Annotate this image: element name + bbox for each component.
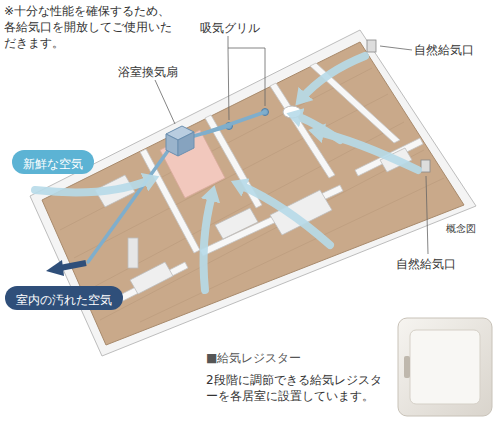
part-name: 浴室換気扇 (118, 64, 178, 80)
exhaust-air-pill: 室内の汚れた空気 (5, 286, 123, 310)
pill-text: 室内の汚れた空気 (16, 291, 112, 309)
note-text: ※十分な性能を確保するため、各給気口を開放してご使用いただきます。 (4, 3, 176, 52)
description-text: 2段階に調節できる給気レジスターを各居室に設置しています。 (206, 372, 392, 404)
part-name: 吸気グリル (200, 20, 260, 36)
section-heading: ■給気レジスター (206, 350, 301, 366)
fresh-air-pill: 新鮮な空気 (12, 150, 94, 174)
part-name: 自然給気口 (414, 42, 474, 58)
pill-text: 新鮮な空気 (23, 155, 83, 173)
part-name: 自然給気口 (396, 256, 456, 272)
figure-note: 概念図 (446, 222, 476, 236)
